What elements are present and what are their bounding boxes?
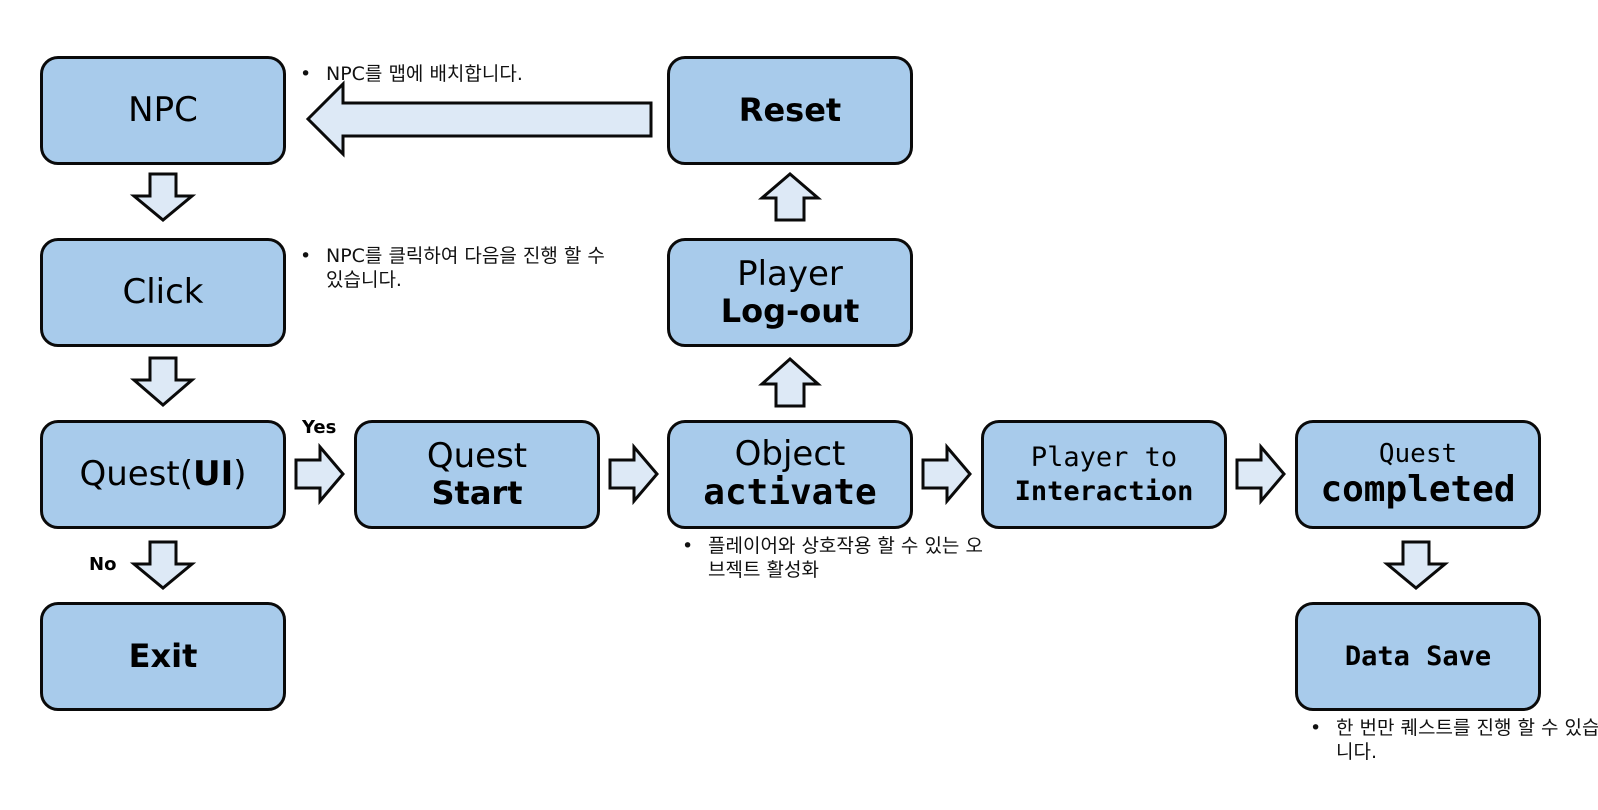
note-npc-click-text: NPC를 클릭하여 다음을 진행 할 수 있습니다. xyxy=(300,244,606,292)
arrow-object-activate-to-player-interaction xyxy=(921,442,972,506)
arrow-object-activate-to-player-logout xyxy=(758,356,822,408)
note-npc-place: NPC를 맵에 배치합니다. xyxy=(300,62,626,86)
node-player-logout-line2: Log-out xyxy=(720,291,860,330)
node-quest-completed: Quest completed xyxy=(1295,420,1541,529)
node-quest-ui: Quest(UI) xyxy=(40,420,286,529)
note-object-activate: 플레이어와 상호작용 할 수 있는 오브젝트 활성화 xyxy=(682,534,998,582)
node-reset-label: Reset xyxy=(738,90,842,129)
node-quest-start: Quest Start xyxy=(354,420,600,529)
node-click-label: Click xyxy=(122,271,204,312)
branch-yes-label: Yes xyxy=(302,417,337,438)
node-object-activate: Object activate xyxy=(667,420,913,529)
arrow-quest-ui-to-quest-start xyxy=(294,442,345,506)
arrow-npc-to-click xyxy=(129,172,197,222)
node-data-save-label: Data Save xyxy=(1344,640,1492,672)
node-exit-label: Exit xyxy=(128,636,198,675)
arrow-click-to-quest-ui xyxy=(129,356,197,407)
arrow-quest-start-to-object-activate xyxy=(608,442,659,506)
arrow-player-logout-to-reset xyxy=(757,172,823,222)
node-object-activate-line1: Object xyxy=(734,434,846,474)
node-click: Click xyxy=(40,238,286,347)
node-player-logout-line1: Player xyxy=(737,254,843,295)
arrow-reset-to-npc xyxy=(305,80,653,158)
node-quest-ui-bold: UI xyxy=(193,453,234,494)
node-npc: NPC xyxy=(40,56,286,165)
node-quest-ui-suffix: ) xyxy=(233,453,247,494)
arrow-quest-completed-to-data-save xyxy=(1382,540,1450,590)
arrow-player-interaction-to-quest-completed xyxy=(1235,442,1286,506)
node-object-activate-line2: activate xyxy=(703,472,877,514)
node-player-interaction: Player to Interaction xyxy=(981,420,1227,529)
node-reset: Reset xyxy=(667,56,913,165)
node-quest-ui-label: Quest(UI) xyxy=(79,453,247,494)
node-player-interaction-line2: Interaction xyxy=(1014,475,1194,507)
node-quest-start-line2: Start xyxy=(431,473,523,512)
arrow-quest-ui-to-exit xyxy=(129,540,197,590)
note-data-save: 한 번만 퀘스트를 진행 할 수 있습니다. xyxy=(1310,716,1598,764)
node-player-logout: Player Log-out xyxy=(667,238,913,347)
note-data-save-text: 한 번만 퀘스트를 진행 할 수 있습니다. xyxy=(1310,716,1598,764)
node-quest-ui-prefix: Quest( xyxy=(79,453,193,494)
note-npc-click: NPC를 클릭하여 다음을 진행 할 수 있습니다. xyxy=(300,244,606,292)
node-exit: Exit xyxy=(40,602,286,711)
node-quest-start-line1: Quest xyxy=(426,436,528,477)
node-quest-completed-line1: Quest xyxy=(1378,439,1458,470)
node-player-interaction-line1: Player to xyxy=(1030,441,1178,473)
branch-no-label: No xyxy=(89,554,117,575)
node-npc-label: NPC xyxy=(128,89,198,130)
node-quest-completed-line2: completed xyxy=(1320,469,1516,511)
node-data-save: Data Save xyxy=(1295,602,1541,711)
note-npc-place-text: NPC를 맵에 배치합니다. xyxy=(300,62,626,86)
note-object-activate-text: 플레이어와 상호작용 할 수 있는 오브젝트 활성화 xyxy=(682,534,998,582)
